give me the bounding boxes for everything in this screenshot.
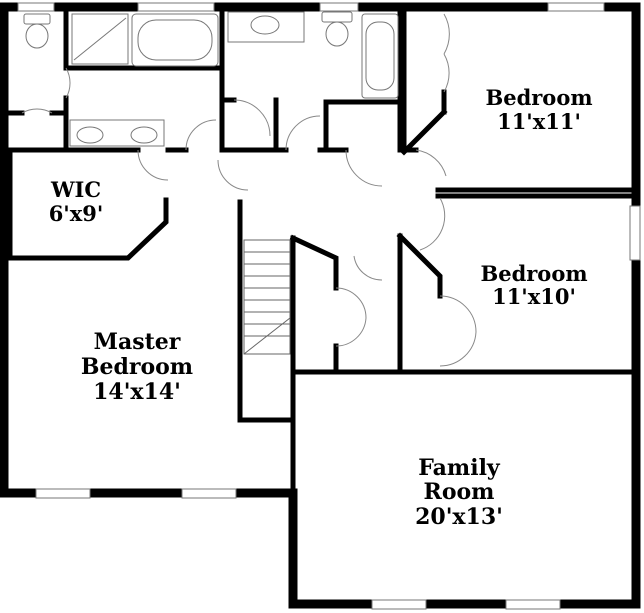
room-labels: Bedroom 11'x11' WIC 6'x9' Bedroom 11'x10…: [49, 85, 593, 530]
door-swings: [21, 13, 477, 367]
interior-walls: [7, 7, 639, 496]
staircase: [243, 239, 291, 355]
bedroom-2-size: 11'x11': [497, 109, 581, 134]
master-name-line1: Master: [94, 329, 181, 355]
bedroom-3-size: 11'x10': [492, 284, 576, 309]
bath-fixtures: [23, 11, 399, 147]
family-name-line2: Room: [424, 479, 495, 505]
windows: [17, 2, 641, 610]
master-name-line2: Bedroom: [81, 354, 193, 380]
master-size: 14'x14': [93, 379, 181, 405]
family-name-line1: Family: [418, 455, 501, 481]
bedroom-2-name: Bedroom: [485, 85, 592, 110]
wic-name: WIC: [50, 177, 101, 202]
bedroom-3-name: Bedroom: [480, 261, 587, 286]
family-size: 20'x13': [415, 504, 503, 530]
wic-size: 6'x9': [49, 201, 104, 226]
